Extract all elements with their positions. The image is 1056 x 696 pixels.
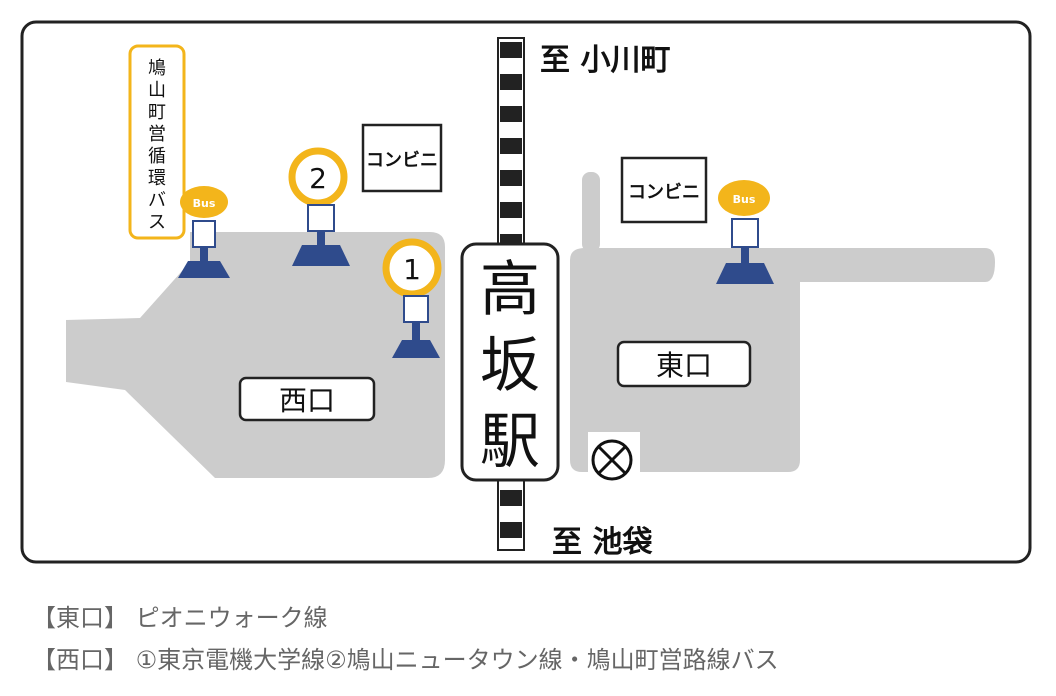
stop-1-number: 1 [403, 253, 421, 286]
station-name-char-1: 高 [480, 255, 540, 325]
bus-stop-2: 2 [288, 147, 350, 266]
bus-stop-community-west: Bus [178, 186, 230, 278]
station-name-char-3: 駅 [480, 407, 540, 477]
svg-text:バ: バ [148, 190, 166, 211]
community-bus-sign: 鳩 山 町 営 循 環 バ ス [128, 44, 186, 240]
svg-text:西口: 西口 [279, 384, 335, 417]
track-tie [500, 202, 522, 218]
direction-north-label: 至 小川町 [540, 43, 670, 78]
station-map: 高 坂 駅 至 小川町 至 池袋 西口 東口 コンビニ コンビニ 鳩 山 町 営… [20, 20, 1032, 564]
svg-text:循: 循 [148, 146, 166, 167]
station-name-char-2: 坂 [480, 331, 540, 401]
svg-text:コンビニ: コンビニ [628, 182, 700, 203]
svg-text:鳩: 鳩 [148, 58, 166, 79]
svg-text:ス: ス [148, 212, 166, 233]
track-tie [500, 490, 522, 506]
svg-text:町: 町 [148, 102, 166, 123]
police-box-icon [591, 439, 633, 481]
legend-east-exit: 【東口】 ピオニウォーク線 [32, 604, 328, 632]
bus-badge-west: Bus [193, 197, 216, 210]
track-tie [500, 138, 522, 154]
bus-stop-east: Bus [716, 180, 774, 284]
bus-stop-1: 1 [382, 238, 442, 358]
east-exit-label: 東口 [616, 340, 752, 388]
svg-text:営: 営 [148, 124, 166, 145]
track-tie [500, 74, 522, 90]
konbini-west: コンビニ [361, 123, 443, 193]
track-tie [500, 42, 522, 58]
track-tie [500, 170, 522, 186]
konbini-east: コンビニ [620, 156, 708, 224]
svg-text:環: 環 [148, 168, 166, 189]
legend-west-exit: 【西口】 ①東京電機大学線②鳩山ニュータウン線・鳩山町営路線バス [32, 646, 779, 674]
bus-badge-east: Bus [733, 193, 756, 206]
direction-south-label: 至 池袋 [552, 525, 652, 560]
track-tie [500, 106, 522, 122]
west-exit-label: 西口 [238, 376, 376, 422]
svg-text:東口: 東口 [656, 349, 712, 382]
stop-2-number: 2 [309, 162, 327, 195]
track-tie [500, 522, 522, 538]
svg-text:山: 山 [148, 80, 166, 101]
svg-text:コンビニ: コンビニ [366, 150, 438, 171]
station-building: 高 坂 駅 [460, 242, 560, 482]
